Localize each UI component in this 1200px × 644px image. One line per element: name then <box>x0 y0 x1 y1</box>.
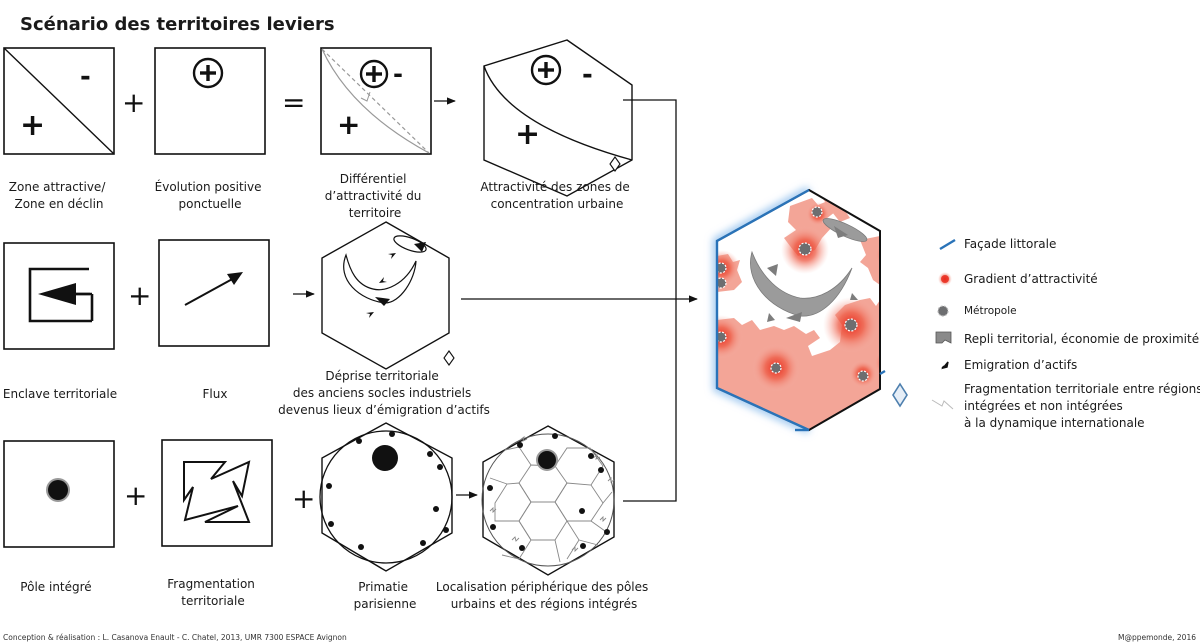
legend-label: Emigration d’actifs <box>964 358 1077 372</box>
enclave-arrow-icon <box>38 283 76 305</box>
minus-sign: - <box>393 60 403 88</box>
minus-sign: - <box>582 60 593 90</box>
fragmentation-outline <box>183 460 251 523</box>
fragmentation-panel <box>161 439 273 547</box>
legend-item-fragmentation: Fragmentation territoriale entre régions… <box>931 382 1200 430</box>
caption-evolution-positive: Évolution positive ponctuelle <box>155 179 266 211</box>
retreat-crescent-shape <box>343 253 417 304</box>
plus-sign: + <box>515 117 540 152</box>
coastline-south <box>879 369 886 376</box>
diagram-title: Scénario des territoires leviers <box>20 14 335 35</box>
legend-label: Gradient d’attractivité <box>964 272 1098 286</box>
synthesis-content <box>717 198 880 430</box>
plus-operator: + <box>128 279 151 312</box>
caption-zone-attractive: Zone attractive/ Zone en déclin <box>9 180 109 211</box>
diamond-icon <box>443 350 455 366</box>
secondary-cities <box>326 431 449 550</box>
flux-arrow-icon <box>227 272 243 285</box>
row-integration: + + <box>3 99 698 576</box>
equals-operator: = <box>282 86 305 119</box>
zone-attractive-declin-panel: - + <box>3 47 115 155</box>
flux-arrow-line <box>184 276 237 306</box>
legend-label: Fragmentation territoriale entre régions… <box>964 382 1200 430</box>
caption-flux: Flux <box>203 387 228 401</box>
localisation-hex-panel <box>481 425 615 576</box>
legend-item-gradient: Gradient d’attractivité <box>938 272 1098 286</box>
caption-localisation: Localisation périphérique des pôles urba… <box>436 580 652 611</box>
retreat-arrows <box>767 226 858 322</box>
retreat-arrow-icon <box>414 242 426 252</box>
emigration-arrow-icon <box>379 277 387 283</box>
caption-differentiel: Différentiel d’attractivité du territoir… <box>325 172 426 220</box>
metropole-icon <box>538 451 556 469</box>
diamond-icon <box>892 382 908 408</box>
legend-item-facade-littorale: Façade littorale <box>939 237 1056 251</box>
connector-line <box>623 99 677 502</box>
peripheral-cities <box>487 433 610 551</box>
plus-operator: + <box>124 479 147 512</box>
evolution-positive-panel <box>154 47 266 155</box>
plus-operator: + <box>292 482 315 515</box>
plus-sign: + <box>337 108 360 141</box>
minus-sign: - <box>80 62 91 92</box>
caption-primatie: Primatie parisienne <box>354 580 417 611</box>
enclave-panel <box>3 242 115 350</box>
credits-text: Conception & réalisation : L. Casanova E… <box>3 633 347 642</box>
caption-attractivite: Attractivité des zones de concentration … <box>480 180 633 211</box>
flux-panel <box>158 239 270 347</box>
territory-circle <box>319 430 453 564</box>
metropole-icon <box>48 480 68 500</box>
territory-circle <box>481 433 615 567</box>
caption-pole-integre: Pôle intégré <box>20 580 91 594</box>
legend: Façade littorale Gradient d’attractivité… <box>931 237 1200 430</box>
deprise-hex-panel <box>321 221 455 370</box>
paris-primate-city-icon <box>372 445 398 471</box>
metropoles <box>717 206 869 382</box>
new-boundary-line <box>321 48 430 154</box>
fragmentation-line-icon <box>931 399 954 410</box>
legend-item-emigration: Emigration d’actifs <box>941 358 1077 372</box>
emigration-arrow-icon <box>941 361 949 370</box>
old-boundary-line <box>321 48 430 154</box>
legend-item-metropole: Métropole <box>937 305 1017 317</box>
row-deprise: + <box>3 221 455 370</box>
synthesis-hexagon <box>713 186 908 434</box>
metropole-icon <box>937 305 949 317</box>
caption-enclave: Enclave territoriale <box>3 387 117 401</box>
divider-line <box>3 47 115 155</box>
legend-item-repli: Repli territorial, économie de proximité <box>935 331 1199 346</box>
urban-boundary-curve <box>483 65 633 161</box>
plus-sign: + <box>20 108 45 143</box>
retreat-arrow-icon <box>375 297 390 306</box>
plus-operator: + <box>122 86 145 119</box>
emigration-arrow-icon <box>366 312 374 318</box>
pole-integre-panel <box>3 440 115 548</box>
source-text: M@ppemonde, 2016 <box>1118 633 1196 642</box>
shift-arrow-icon <box>360 91 371 102</box>
regions-mesh <box>489 435 615 563</box>
primatie-hex-panel <box>319 422 453 572</box>
attractivite-hex-panel: - + <box>483 39 633 197</box>
coastline-icon <box>939 238 956 251</box>
territorial-retreat-icon <box>935 331 952 344</box>
diamond-icon <box>609 156 621 172</box>
coastline-west <box>715 188 810 432</box>
emigration-arrow-icon <box>388 253 396 259</box>
row-attractivite: - + + = - + <box>3 39 633 197</box>
caption-fragmentation: Fragmentation territoriale <box>167 577 258 608</box>
retreat-crescent-shape <box>750 250 853 317</box>
legend-label: Façade littorale <box>964 237 1056 251</box>
caption-deprise: Déprise territoriale des anciens socles … <box>278 369 490 417</box>
legend-label: Métropole <box>964 305 1017 317</box>
legend-label: Repli territorial, économie de proximité <box>964 332 1199 346</box>
differentiel-panel: - + <box>320 47 432 155</box>
